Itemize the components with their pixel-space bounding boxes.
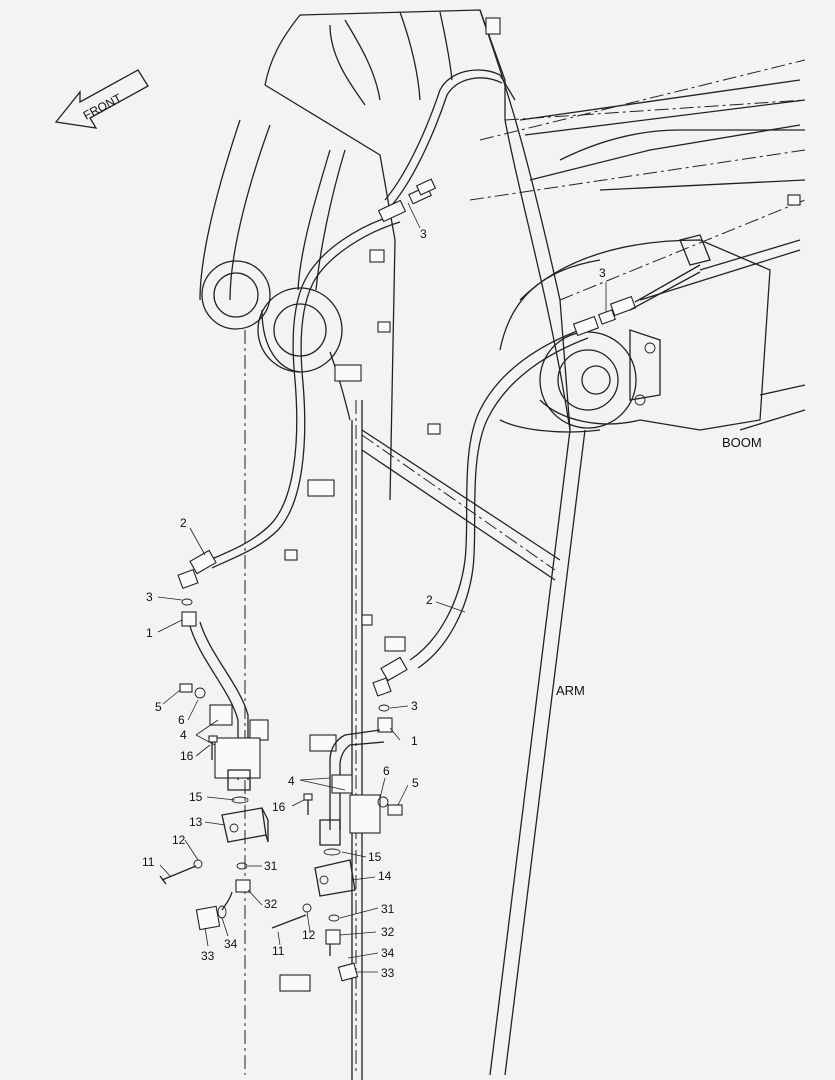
callout-12-right: 12 (302, 928, 316, 942)
callout-34-left: 34 (224, 937, 238, 951)
callout-3-top-right: 3 (599, 266, 606, 280)
callout-2-left: 2 (180, 516, 187, 530)
arm-label: ARM (556, 683, 585, 698)
callout-numbers: 2 3 1 5 6 4 16 15 13 12 11 31 32 34 33 3… (142, 227, 606, 980)
callout-32-left: 32 (264, 897, 278, 911)
front-label: FRONT (81, 91, 125, 123)
front-arrow: FRONT (54, 69, 149, 129)
callout-5-left: 5 (155, 700, 162, 714)
boom-structure (469, 59, 806, 433)
top-fitting-group (377, 178, 437, 229)
right-assembly (271, 656, 408, 982)
callout-3-left: 3 (146, 590, 153, 604)
callout-13: 13 (189, 815, 203, 829)
leader-lines (157, 527, 466, 973)
arm-small-blocks (279, 17, 801, 992)
callout-31-right: 31 (381, 902, 395, 916)
callout-5-right: 5 (412, 776, 419, 790)
boom-label: BOOM (722, 435, 762, 450)
callout-31-left: 31 (264, 859, 278, 873)
callout-15-right: 15 (368, 850, 382, 864)
callout-14: 14 (378, 869, 392, 883)
callout-3-right: 3 (411, 699, 418, 713)
callout-11-right: 11 (272, 944, 285, 958)
callout-1-left: 1 (146, 626, 153, 640)
callout-33-right: 33 (381, 966, 395, 980)
callout-11-left: 11 (142, 855, 155, 869)
callout-1-right: 1 (411, 734, 418, 748)
callout-16-right: 16 (272, 800, 286, 814)
hose-right (409, 264, 701, 669)
callout-32-right: 32 (381, 925, 395, 939)
callout-34-right: 34 (381, 946, 395, 960)
left-assembly (159, 549, 269, 931)
callout-2-right: 2 (426, 593, 433, 607)
hose-upper-left (204, 69, 516, 569)
callout-6-left: 6 (178, 713, 185, 727)
callout-12-left: 12 (172, 833, 186, 847)
callout-16-left: 16 (180, 749, 194, 763)
callout-6-right: 6 (383, 764, 390, 778)
callout-4-left: 4 (180, 728, 187, 742)
callout-3-top: 3 (420, 227, 427, 241)
callout-4-right: 4 (288, 774, 295, 788)
callout-33-left: 33 (201, 949, 215, 963)
callout-15-left: 15 (189, 790, 203, 804)
